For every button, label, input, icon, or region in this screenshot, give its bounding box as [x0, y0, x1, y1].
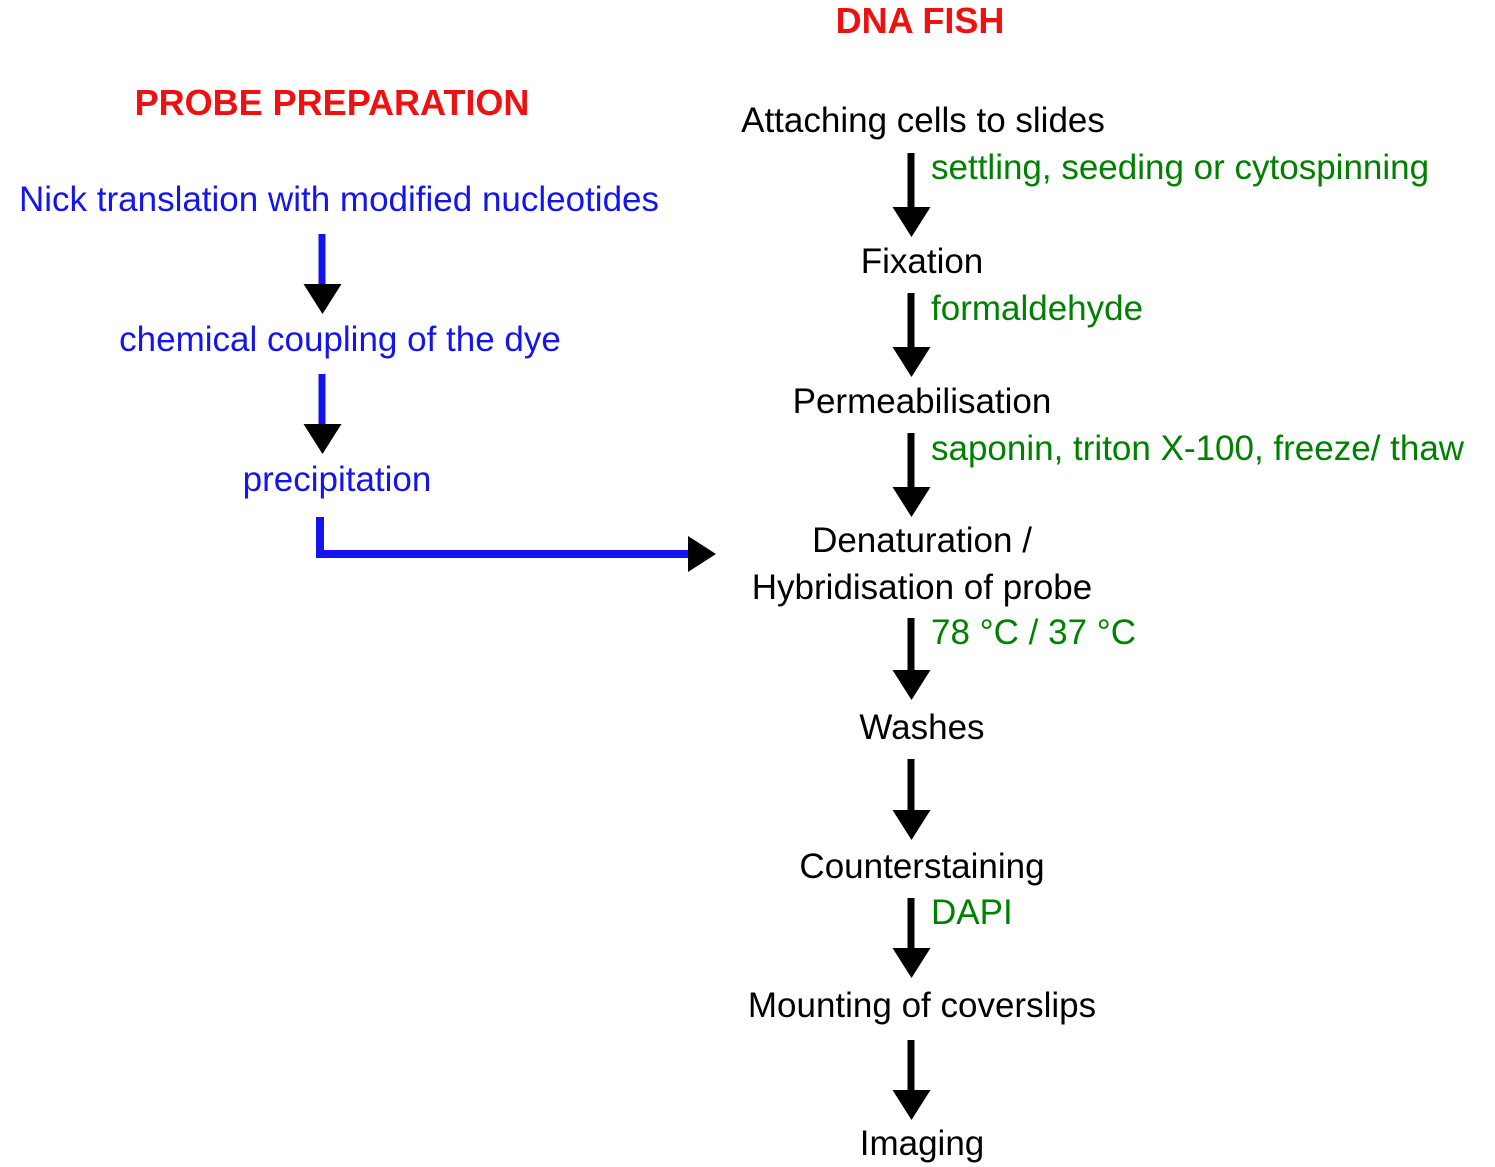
step-fixation: Fixation	[860, 242, 984, 281]
arrow-down-icon	[892, 759, 930, 840]
step-counterstaining: Counterstaining	[799, 847, 1045, 886]
probe-step-precipitation: precipitation	[242, 460, 432, 499]
step-permeabilisation: Permeabilisation	[792, 382, 1052, 421]
arrow-down-icon	[892, 433, 930, 517]
dna-fish-title: DNA FISH	[835, 0, 1005, 41]
arrow-down-icon	[892, 153, 930, 237]
probe-step-chemical-coupling: chemical coupling of the dye	[119, 320, 561, 359]
note-formaldehyde: formaldehyde	[931, 289, 1144, 328]
step-denaturation-line1: Denaturation /	[812, 521, 1032, 560]
note-settling-seeding: settling, seeding or cytospinning	[931, 148, 1430, 187]
step-imaging: Imaging	[859, 1124, 985, 1163]
step-attaching-cells: Attaching cells to slides	[741, 101, 1105, 140]
arrow-down-icon	[303, 234, 341, 314]
note-dapi: DAPI	[931, 893, 1013, 932]
elbow-arrow-vertical-segment	[316, 517, 324, 558]
arrow-down-icon	[303, 374, 341, 454]
probe-step-nick-translation: Nick translation with modified nucleotid…	[18, 180, 660, 219]
step-mounting-coverslips: Mounting of coverslips	[747, 986, 1097, 1025]
note-temperatures: 78 °C / 37 °C	[931, 613, 1137, 652]
step-denaturation-line2: Hybridisation of probe	[751, 568, 1093, 607]
note-saponin-triton: saponin, triton X-100, freeze/ thaw	[931, 429, 1465, 468]
arrow-down-icon	[892, 1040, 930, 1120]
elbow-arrow-horizontal-segment	[316, 550, 688, 558]
arrow-right-icon	[688, 536, 716, 572]
probe-preparation-title: PROBE PREPARATION	[134, 82, 530, 123]
arrow-down-icon	[892, 293, 930, 377]
arrow-down-icon	[892, 618, 930, 700]
arrow-down-icon	[892, 898, 930, 978]
step-washes: Washes	[859, 708, 985, 747]
